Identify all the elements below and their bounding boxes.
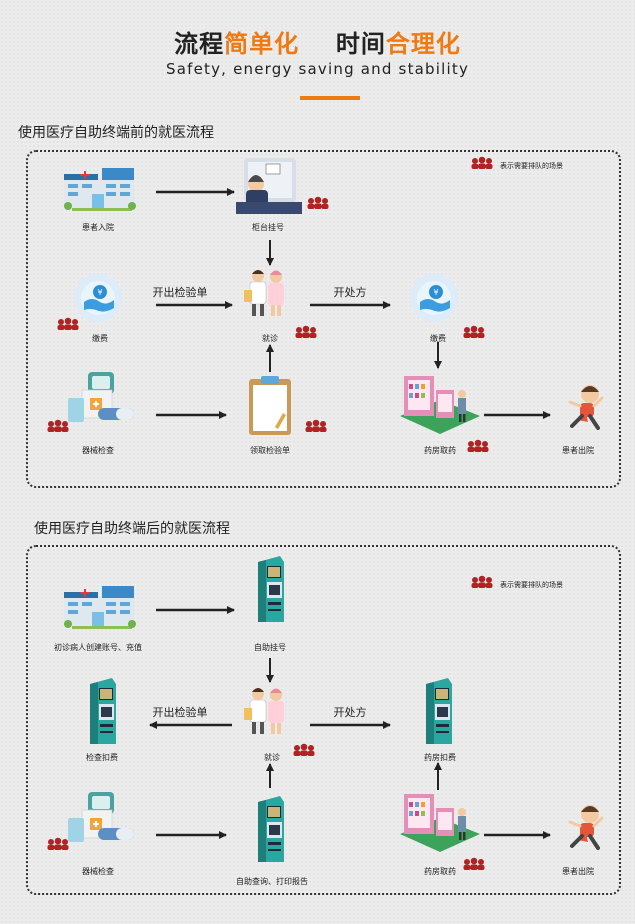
node-pharmacy: 药房取药 <box>424 446 456 455</box>
label-test-order: 开出检验单 <box>152 286 208 299</box>
title-underline <box>300 96 360 100</box>
node-admit: 患者入院 <box>82 223 114 232</box>
pharmacy-icon <box>400 794 480 852</box>
node-discharge: 患者出院 <box>562 446 594 455</box>
before-heading: 使用医疗自助终端前的就医流程 <box>18 125 214 141</box>
hospital-icon <box>64 586 136 629</box>
node-clinic: 就诊 <box>262 334 278 343</box>
counter-icon <box>236 158 302 214</box>
title-highlight2: 合理化 <box>385 30 461 58</box>
device-icon <box>67 791 135 843</box>
node-exam-pay: 检查扣费 <box>86 753 118 762</box>
doctors-icon <box>243 687 285 735</box>
queue-icon <box>463 857 485 870</box>
queue-icon <box>471 575 493 588</box>
node-counter: 柜台挂号 <box>252 223 284 232</box>
node-discharge-after: 患者出院 <box>562 867 594 876</box>
node-clinic-after: 就诊 <box>264 753 280 762</box>
node-pharm-pay: 药房扣费 <box>424 753 456 762</box>
after-flow-box <box>26 545 621 895</box>
after-heading: 使用医疗自助终端后的就医流程 <box>34 521 230 537</box>
node-self-reg: 自助挂号 <box>254 643 286 652</box>
before-flow-box <box>26 150 621 488</box>
running-person-icon <box>568 803 604 850</box>
kiosk-icon <box>258 796 284 862</box>
before-legend: 表示需要排队的场景 <box>500 162 563 170</box>
kiosk-icon <box>426 678 452 744</box>
queue-icon <box>293 743 315 756</box>
label-test-order-after: 开出检验单 <box>152 706 208 719</box>
node-pay2: 缴费 <box>430 334 446 343</box>
title-part1: 流程 <box>174 30 225 58</box>
node-device: 器械检查 <box>82 446 114 455</box>
node-pay1: 缴费 <box>92 334 108 343</box>
node-device-after: 器械检查 <box>82 867 114 876</box>
after-legend: 表示需要排队的场景 <box>500 581 563 589</box>
title-highlight1: 简单化 <box>224 30 300 58</box>
queue-icon <box>47 837 69 850</box>
node-form: 领取检验单 <box>250 446 290 455</box>
page-title: 流程简单化 时间合理化 <box>0 24 635 59</box>
title-part2: 时间 <box>335 30 386 58</box>
node-self-query: 自助查询、打印报告 <box>236 877 308 886</box>
kiosk-icon <box>258 556 284 622</box>
label-prescribe-after: 开处方 <box>333 706 367 719</box>
label-prescribe: 开处方 <box>333 286 367 299</box>
kiosk-icon <box>90 678 116 744</box>
node-account: 初诊病人创建账号、充值 <box>54 643 142 652</box>
page-subtitle: Safety, energy saving and stability <box>165 60 470 78</box>
node-pharmacy-after: 药房取药 <box>424 867 456 876</box>
